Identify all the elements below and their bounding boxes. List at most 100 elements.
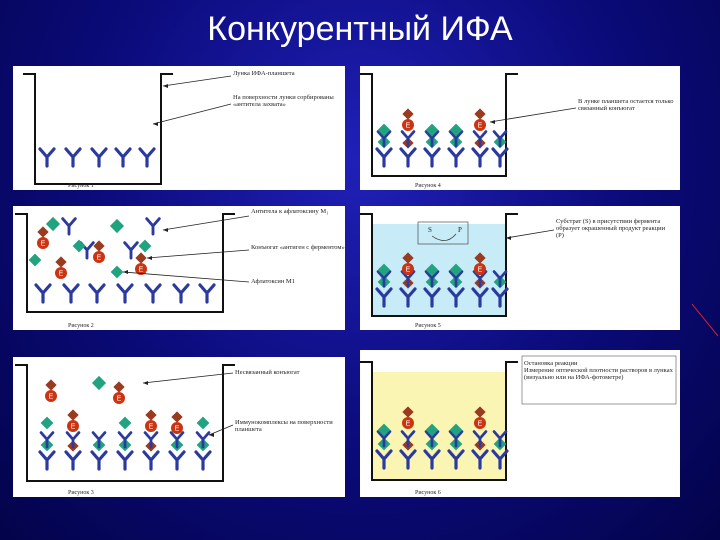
antibody (472, 130, 488, 148)
antibody (399, 287, 417, 308)
antibody (400, 430, 416, 448)
svg-text:E: E (139, 267, 144, 274)
conjugate: E (55, 256, 67, 279)
antibody (64, 450, 82, 471)
antibody (491, 287, 509, 308)
well-outline (15, 213, 235, 313)
antibody (447, 287, 465, 308)
antibody (447, 147, 465, 168)
aflatoxin (449, 263, 463, 277)
antibody (375, 287, 393, 308)
well-diagram-2: E E E E (15, 213, 250, 313)
leader-arrowhead (209, 433, 214, 437)
product-letter: P (458, 226, 462, 234)
antibody (424, 270, 440, 288)
label-aflatoxin-antibodies: Антитела к афлатоксину M₁ (251, 208, 329, 215)
antibody (116, 450, 134, 471)
aflatoxin (118, 416, 132, 430)
antibody (116, 283, 134, 304)
svg-text:E: E (41, 241, 46, 248)
antibody (400, 130, 416, 148)
antibody (138, 147, 156, 168)
well-outline (360, 73, 518, 177)
leader-line (489, 107, 577, 123)
antibody (38, 450, 56, 471)
svg-text:E: E (478, 421, 483, 428)
label-measure-detail: Измерение оптической плотности растворов… (524, 367, 673, 381)
conjugate: E (474, 108, 486, 131)
antibody (448, 270, 464, 288)
antibody (198, 283, 216, 304)
antibody (375, 449, 393, 470)
svg-text:E: E (97, 255, 102, 262)
note-box (521, 355, 677, 405)
svg-text:E: E (49, 394, 54, 401)
conjugate: E (93, 240, 105, 263)
leader-arrowhead (147, 256, 152, 260)
label-substrate-reaction: Субстрат (S) в присутствии фермента обра… (556, 218, 666, 239)
aflatoxin (377, 263, 391, 277)
well-outline (360, 361, 518, 481)
antibody (145, 217, 161, 236)
figure-caption-2: Рисунок 2 (68, 323, 94, 329)
antibody (491, 147, 509, 168)
antibody (447, 449, 465, 470)
label-immunocomplexes: Иммунокомплексы на поверхности планшета (235, 419, 333, 433)
antibody (123, 241, 139, 260)
leader-arrowhead (506, 236, 511, 240)
antibody (399, 449, 417, 470)
leader-arrowhead (123, 270, 128, 274)
label-aflatoxin: Афлатоксин M1 (251, 278, 295, 285)
leader-line (162, 215, 250, 231)
antibody (471, 449, 489, 470)
antibody (376, 130, 392, 148)
svg-text:E: E (478, 267, 483, 274)
aflatoxin (196, 416, 210, 430)
antibody (472, 430, 488, 448)
aflatoxin (45, 216, 61, 232)
well-liquid (372, 372, 506, 480)
antibody (376, 430, 392, 448)
label-well: Лунка ИФА-планшета (233, 70, 295, 77)
antibody (90, 450, 108, 471)
antibody (64, 147, 82, 168)
leader-line (142, 372, 234, 384)
antibody (62, 283, 80, 304)
leader-arrowhead (163, 228, 168, 232)
leader-arrowhead (143, 381, 148, 385)
figure-caption-5: Рисунок 5 (415, 323, 441, 329)
antibody (375, 147, 393, 168)
figure-caption-3: Рисунок 3 (68, 490, 94, 496)
aflatoxin (377, 423, 391, 437)
antibody (169, 431, 185, 449)
antibody (423, 287, 441, 308)
leader-line (146, 249, 250, 259)
leader-line (208, 424, 234, 436)
figure-caption-4: Рисунок 4 (415, 183, 441, 189)
antibody (65, 431, 81, 449)
antibody (448, 130, 464, 148)
conjugate: E (171, 411, 183, 434)
antibody (195, 431, 211, 449)
svg-text:E: E (71, 424, 76, 431)
antibody (376, 270, 392, 288)
well-diagram-1 (23, 73, 232, 185)
reaction-box (417, 221, 469, 245)
antibody (400, 270, 416, 288)
antibody (423, 449, 441, 470)
aflatoxin (449, 123, 463, 137)
svg-text:E: E (406, 123, 411, 130)
aflatoxin (72, 239, 86, 253)
antibody (90, 147, 108, 168)
antibody (144, 283, 162, 304)
svg-text:E: E (59, 271, 64, 278)
antibody (142, 450, 160, 471)
aflatoxin (449, 423, 463, 437)
aflatoxin (109, 218, 125, 234)
label-bound-conjugate-remains: В лунке планшета остается только связанн… (578, 98, 674, 112)
conjugate: E (135, 252, 147, 275)
aflatoxin (138, 239, 152, 253)
